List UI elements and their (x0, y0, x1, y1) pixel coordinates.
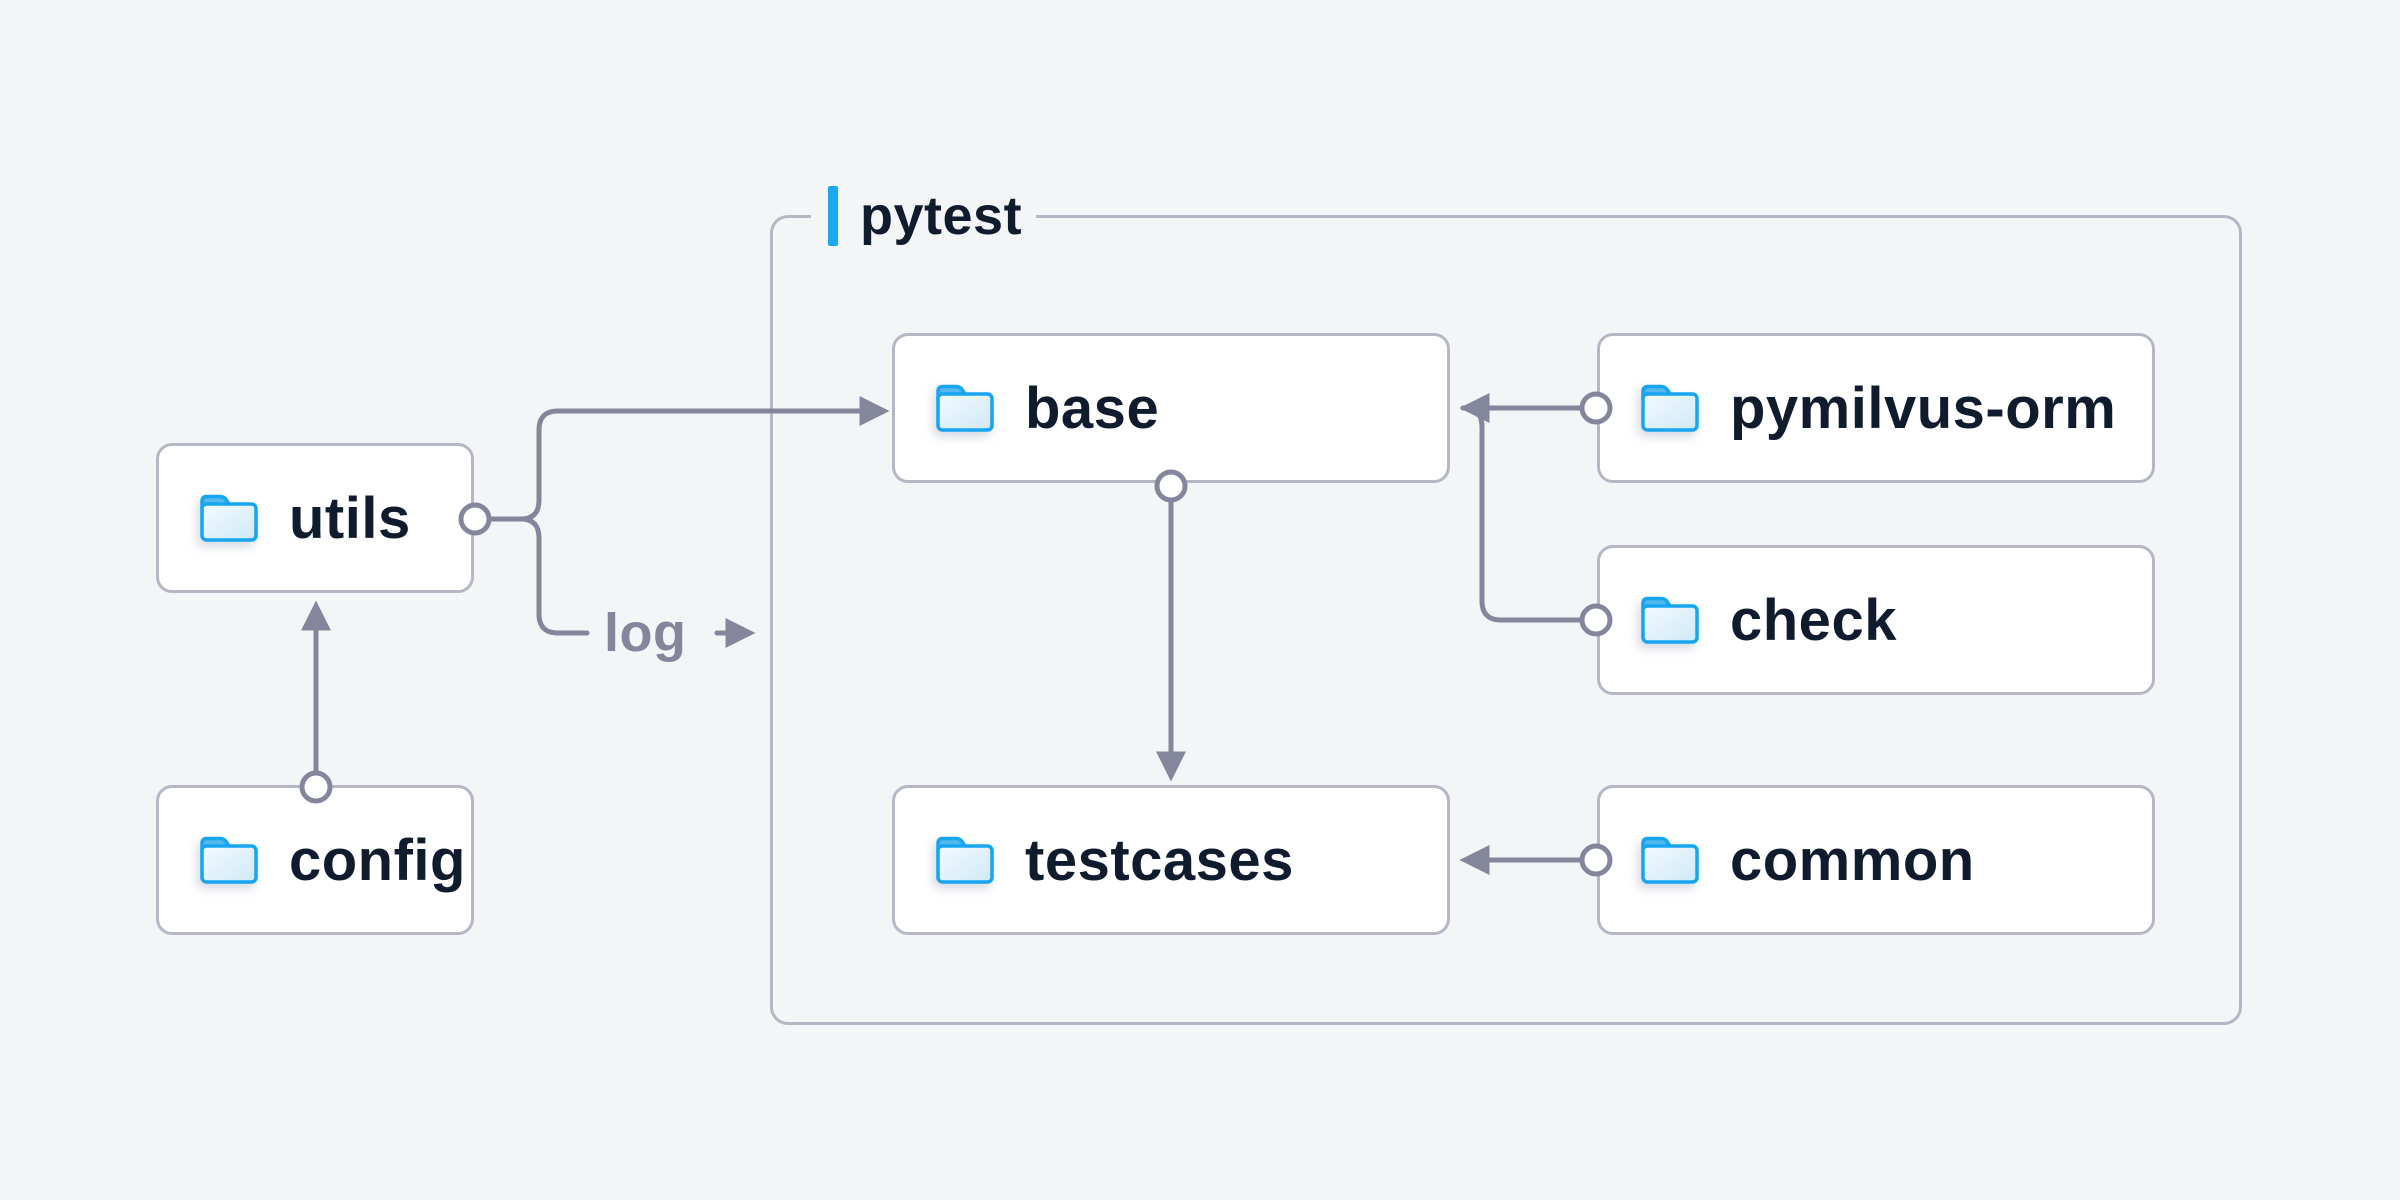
folder-icon (1641, 384, 1699, 432)
node-utils: utils (156, 443, 474, 593)
node-label: config (289, 827, 466, 893)
node-pymilvus-orm: pymilvus-orm (1597, 333, 2155, 483)
folder-icon (1641, 836, 1699, 884)
group-title: pytest (860, 186, 1023, 246)
node-testcases: testcases (892, 785, 1450, 935)
pytest-group-container: pytest (770, 182, 2242, 1025)
node-check: check (1597, 545, 2155, 695)
node-label: utils (289, 485, 411, 551)
pytest-group-label: pytest (811, 182, 1037, 250)
node-config: config (156, 785, 474, 935)
node-label: common (1730, 827, 1975, 893)
folder-icon (936, 384, 994, 432)
folder-icon (1641, 596, 1699, 644)
node-label: testcases (1025, 827, 1294, 893)
node-base: base (892, 333, 1450, 483)
node-label: pymilvus-orm (1730, 375, 2117, 441)
folder-icon (200, 494, 258, 542)
node-common: common (1597, 785, 2155, 935)
node-label: check (1730, 587, 1897, 653)
accent-bar-icon (828, 186, 838, 246)
edge-utils-to-log (518, 516, 590, 636)
folder-icon (936, 836, 994, 884)
node-label: base (1025, 375, 1160, 441)
folder-icon (200, 836, 258, 884)
edge-label-log: log (604, 603, 687, 663)
